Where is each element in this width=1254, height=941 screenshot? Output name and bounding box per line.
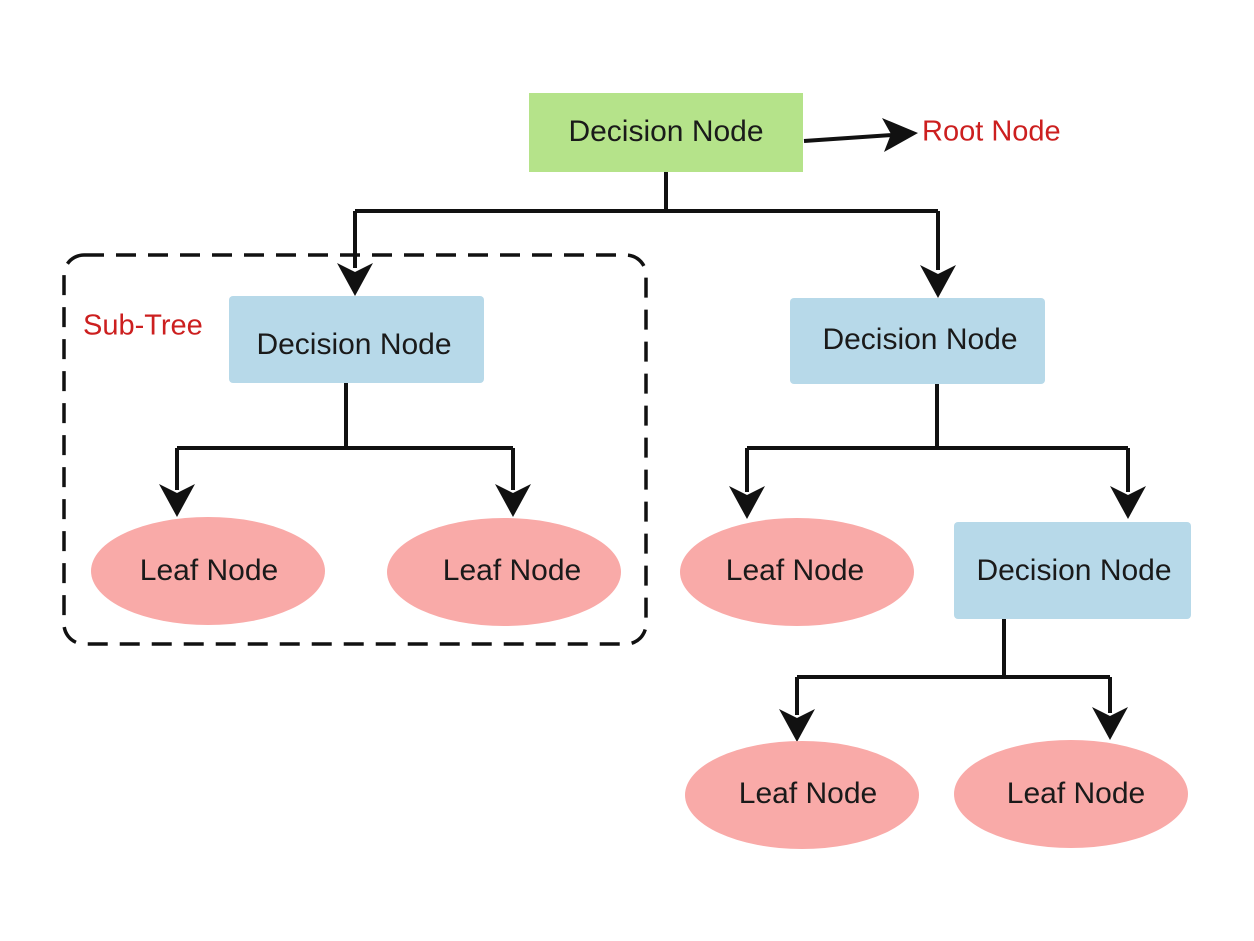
root-annotation-arrow-line	[803, 133, 893, 143]
leaf-node-4-label: Leaf Node	[739, 777, 877, 810]
right-decision-node-label: Decision Node	[822, 323, 1017, 356]
left-decision-node: Decision Node	[229, 296, 484, 383]
leaf-node-3-label: Leaf Node	[726, 554, 864, 587]
lower-decision-node: Decision Node	[954, 522, 1191, 619]
leaf-node-2: Leaf Node	[387, 518, 621, 626]
edges	[159, 118, 1146, 742]
leaf-node-3-shape	[680, 518, 914, 626]
root-node: Decision Node	[529, 93, 803, 172]
root-node-box	[529, 93, 803, 172]
leaf-node-2-shape	[387, 518, 621, 626]
leaf-node-4-shape	[685, 741, 919, 849]
leaf-node-5: Leaf Node	[954, 740, 1188, 848]
arrowhead-to-leaf-4	[779, 709, 815, 742]
leaf-node-1: Leaf Node	[91, 517, 325, 625]
arrowhead-to-lower-decision	[1110, 486, 1146, 519]
arrowhead-to-left-decision	[337, 263, 373, 296]
right-decision-node: Decision Node	[790, 298, 1045, 384]
root-node-label: Decision Node	[568, 115, 763, 148]
leaf-node-1-shape	[91, 517, 325, 625]
edge-right-decision-to-children	[745, 384, 1130, 492]
arrowhead-to-leaf-2	[495, 484, 531, 517]
edge-root-to-children	[353, 172, 940, 270]
arrowhead-to-leaf-1	[159, 484, 195, 517]
leaf-node-3: Leaf Node	[680, 518, 914, 626]
arrowhead-to-leaf-5	[1092, 707, 1128, 740]
leaf-node-1-label: Leaf Node	[140, 554, 278, 587]
leaf-node-2-label: Leaf Node	[443, 554, 581, 587]
edge-left-decision-to-leaves	[175, 382, 515, 490]
leaf-node-5-label: Leaf Node	[1007, 777, 1145, 810]
leaf-node-5-shape	[954, 740, 1188, 848]
right-decision-node-box	[790, 298, 1045, 384]
subtree-annotation: Sub-Tree	[83, 310, 203, 342]
lower-decision-node-label: Decision Node	[976, 554, 1171, 587]
lower-decision-node-box	[954, 522, 1191, 619]
root-annotation-arrowhead	[882, 118, 918, 152]
left-decision-node-label: Decision Node	[256, 328, 451, 361]
left-decision-node-box	[229, 296, 484, 383]
root-node-annotation: Root Node	[922, 116, 1061, 148]
edge-lower-decision-to-leaves	[795, 618, 1112, 715]
arrowhead-to-right-decision	[920, 265, 956, 298]
arrowhead-to-leaf-3	[729, 486, 765, 519]
leaf-node-4: Leaf Node	[685, 741, 919, 849]
